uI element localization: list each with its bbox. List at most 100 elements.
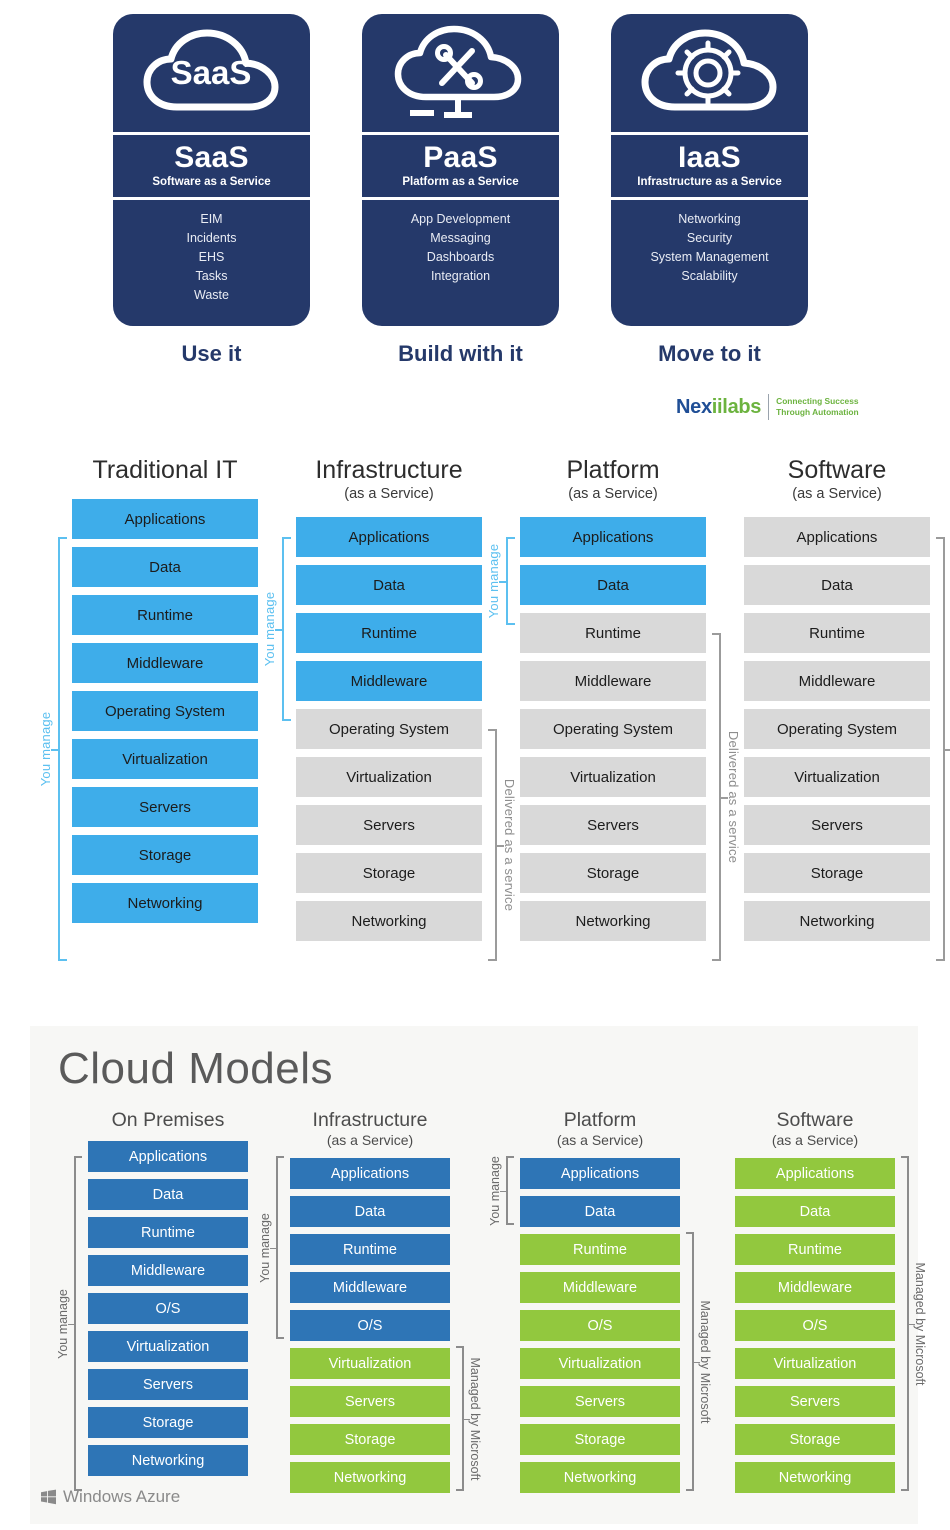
layer-row[interactable]: Applications [735,1158,895,1189]
layer-row[interactable]: Data [744,565,930,605]
layer-row[interactable]: Applications [520,517,706,557]
layer-row[interactable]: Middleware [296,661,482,701]
layer-row[interactable]: Data [296,565,482,605]
layer-row[interactable]: Runtime [72,595,258,635]
layer-row[interactable]: Storage [290,1424,450,1455]
layer-row[interactable]: Servers [72,787,258,827]
layer-row[interactable]: Data [520,565,706,605]
layer-row[interactable]: Middleware [88,1255,248,1286]
layer-row[interactable]: Servers [744,805,930,845]
layer-row[interactable]: Storage [72,835,258,875]
layer-row[interactable]: Networking [72,883,258,923]
bracket-label: You manage [486,543,501,619]
layer-row[interactable]: Storage [520,1424,680,1455]
layer-row[interactable]: Storage [296,853,482,893]
azure-wordmark: Windows Azure [63,1487,181,1506]
layer-row[interactable]: Virtualization [88,1331,248,1362]
layer-row[interactable]: Networking [735,1462,895,1493]
layer-row[interactable]: O/S [735,1310,895,1341]
layer-row[interactable]: Data [72,547,258,587]
layer-row[interactable]: Networking [744,901,930,941]
layer-row[interactable]: Middleware [520,661,706,701]
layer-row[interactable]: Servers [290,1386,450,1417]
column-title: Traditional IT [92,456,238,484]
service-card-caption: Use it [181,340,242,366]
layer-row[interactable]: Middleware [744,661,930,701]
list-item: System Management [650,249,769,264]
bracket [934,537,950,961]
layer-row[interactable]: Networking [88,1445,248,1476]
layer-row[interactable]: Virtualization [520,1348,680,1379]
layer-row[interactable]: Servers [296,805,482,845]
layer-row[interactable]: Middleware [520,1272,680,1303]
layer-row[interactable]: Runtime [290,1234,450,1265]
column-header: Infrastructure(as a Service) [296,455,482,503]
layer-row[interactable]: Storage [520,853,706,893]
column-header: Software(as a Service) [735,1108,895,1149]
layer-row[interactable]: Storage [744,853,930,893]
layer-row[interactable]: Applications [744,517,930,557]
layer-row[interactable]: Middleware [735,1272,895,1303]
layer-row[interactable]: Middleware [290,1272,450,1303]
layer-row[interactable]: Servers [735,1386,895,1417]
column-header: Software(as a Service) [744,455,930,503]
layer-row[interactable]: Applications [520,1158,680,1189]
stack-column: Infrastructure(as a Service) Applications… [296,455,482,949]
layer-row[interactable]: Servers [88,1369,248,1400]
layer-row[interactable]: Applications [72,499,258,539]
layer-row[interactable]: Virtualization [520,757,706,797]
layer-row[interactable]: O/S [290,1310,450,1341]
layer-row[interactable]: Middleware [72,643,258,683]
layer-row[interactable]: Networking [296,901,482,941]
service-card-iaas[interactable]: IaaS Infrastructure as a Service Network… [611,14,808,367]
column-header: Traditional IT [72,455,258,485]
layer-row[interactable]: Servers [520,805,706,845]
column-subtitle: (as a Service) [344,486,434,502]
layer-row[interactable]: Operating System [520,709,706,749]
service-expansion: Software as a Service [152,175,271,188]
layer-row[interactable]: Virtualization [296,757,482,797]
cloud-gear-icon [611,14,808,135]
bracket-label: You manage [258,1212,272,1283]
service-card-paas[interactable]: PaaS Platform as a Service App Developme… [362,14,559,367]
layer-row[interactable]: Virtualization [744,757,930,797]
page-title: Cloud Models [58,1044,334,1093]
layer-row[interactable]: Networking [520,901,706,941]
layer-row[interactable]: Data [735,1196,895,1227]
layer-row[interactable]: Operating System [296,709,482,749]
layer-row[interactable]: Networking [290,1462,450,1493]
layer-row[interactable]: Operating System [744,709,930,749]
layer-row[interactable]: Virtualization [735,1348,895,1379]
layer-row[interactable]: Storage [88,1407,248,1438]
layer-row[interactable]: Applications [290,1158,450,1189]
layer-row[interactable]: Virtualization [72,739,258,779]
layer-row[interactable]: Virtualization [290,1348,450,1379]
layer-row[interactable]: Storage [735,1424,895,1455]
layer-row[interactable]: Runtime [296,613,482,653]
bracket [454,1346,470,1491]
layer-row[interactable]: Data [520,1196,680,1227]
service-acronym: PaaS [423,141,498,174]
layer-row[interactable]: Networking [520,1462,680,1493]
layer-row[interactable]: Data [88,1179,248,1210]
layer-row[interactable]: Runtime [735,1234,895,1265]
windows-flag-icon [41,1489,56,1505]
layer-row[interactable]: Runtime [520,613,706,653]
layer-row[interactable]: Applications [296,517,482,557]
layer-row[interactable]: Data [290,1196,450,1227]
layer-row[interactable]: Servers [520,1386,680,1417]
layer-row[interactable]: Operating System [72,691,258,731]
layer-row[interactable]: O/S [520,1310,680,1341]
layer-row[interactable]: Runtime [88,1217,248,1248]
layer-row[interactable]: O/S [88,1293,248,1324]
layer-row[interactable]: Runtime [744,613,930,653]
layer-row[interactable]: Applications [88,1141,248,1172]
service-card-saas[interactable]: SaaS SaaS Software as a Service EIM Inci… [113,14,310,367]
layer-row[interactable]: Runtime [520,1234,680,1265]
